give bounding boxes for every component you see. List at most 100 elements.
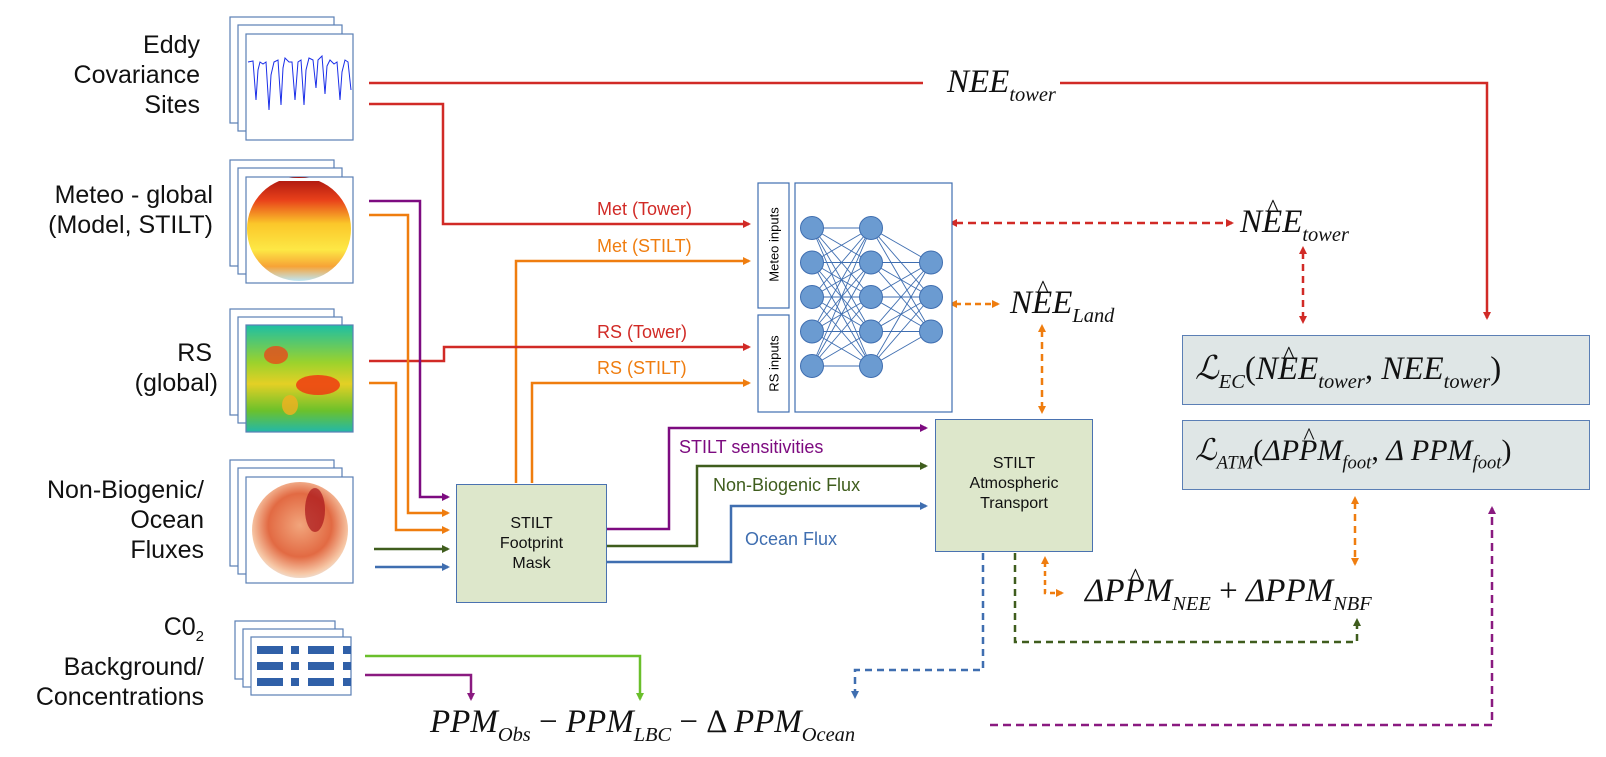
- nn-node-layer-0: [800, 354, 824, 378]
- subscript: Land: [1072, 305, 1115, 328]
- loss-subscript: ATM: [1216, 452, 1254, 474]
- footprint-box-label: STILT Footprint Mask: [457, 514, 606, 574]
- label-line: (Model, STILT): [48, 211, 213, 239]
- hat-term: P: [1299, 424, 1317, 468]
- co2-subscript: 2: [195, 628, 204, 645]
- nee-tower-label: NEEtower: [943, 64, 1060, 108]
- met-tower-label: Met (Tower): [597, 199, 693, 219]
- term: N: [1240, 204, 1263, 240]
- transport-box-label: STILT Atmospheric Transport: [936, 454, 1092, 514]
- nn-edge: [811, 227, 872, 332]
- loss-symbol: ℒ: [1195, 351, 1219, 387]
- met-stilt-label: Met (STILT): [597, 236, 692, 256]
- globe-flux-icon: [252, 482, 348, 578]
- nn-node-layer-2: [919, 285, 943, 309]
- term: PPM: [565, 704, 634, 740]
- hat-term: E: [1032, 274, 1052, 322]
- ppm-eq-loss-atm-arrow: [990, 506, 1496, 727]
- term: E: [1298, 351, 1319, 387]
- nn-nodes: [800, 216, 943, 378]
- label-line: Background/: [63, 653, 204, 681]
- hat-term: E: [1262, 193, 1282, 241]
- subscript: tower: [1443, 371, 1491, 394]
- ocean-flux-label: Ocean Flux: [745, 529, 838, 549]
- label-line: Fluxes: [130, 536, 204, 564]
- box-label-line: STILT: [510, 515, 553, 532]
- label-line: Non-Biogenic/: [46, 476, 204, 504]
- box-label-line: STILT: [992, 455, 1036, 472]
- source-label-rs: RS (global): [10, 338, 218, 398]
- paren: (: [1253, 434, 1264, 467]
- nn-edge: [811, 296, 872, 367]
- nn-node-layer-0: [800, 319, 824, 344]
- term: PPM: [733, 704, 802, 740]
- subscript: tower: [1302, 224, 1349, 247]
- term: M: [1317, 434, 1343, 467]
- label-line: Concentrations: [35, 683, 204, 711]
- eddy-covariance-icon-stack: [229, 16, 354, 141]
- subscript: foot: [1472, 452, 1502, 474]
- paren: ): [1501, 434, 1512, 467]
- nn-edge: [811, 227, 872, 367]
- loss-symbol: ℒ: [1195, 434, 1217, 467]
- nn-node-layer-1: [859, 319, 883, 344]
- separator: ,: [1371, 434, 1387, 467]
- subscript: tower: [1318, 371, 1365, 394]
- term: ΔPPM: [1245, 573, 1334, 609]
- non-biogenic-ocean-icon-stack: [229, 459, 354, 584]
- term: ΔP: [1085, 573, 1125, 609]
- label-line: C02: [5, 612, 204, 652]
- dppm-expression: ΔPPMNEE + ΔPPMNBF: [1085, 562, 1372, 616]
- label-line: RS: [177, 339, 212, 367]
- label-line: (global): [134, 369, 218, 397]
- nn-edge: [811, 262, 872, 367]
- rs-orange-arrow: [369, 381, 450, 534]
- nn-edge: [870, 262, 932, 367]
- term: M: [1144, 573, 1173, 609]
- stilt-sensitivities-arrow: [606, 424, 928, 531]
- nn-node-layer-1: [859, 250, 883, 275]
- meteo-global-icon-stack: [229, 159, 354, 284]
- co2-text: C0: [163, 613, 196, 641]
- transport-dppm-arrow: [1041, 556, 1064, 597]
- stilt-atmospheric-transport-box: STILT Atmospheric Transport: [935, 419, 1093, 552]
- nee-hat-tower-label: NEEtower: [1240, 193, 1349, 247]
- source-label-co2: C02 Background/ Concentrations: [5, 612, 204, 712]
- rs-tower-arrow: [369, 343, 751, 363]
- subscript: Obs: [497, 724, 531, 747]
- non-biogenic-flux-label: Non-Biogenic Flux: [713, 475, 861, 495]
- paren: (: [1244, 351, 1256, 387]
- label-line: Ocean: [130, 506, 204, 534]
- co2-green-arrow: [365, 654, 644, 701]
- nn-node-layer-0: [800, 285, 824, 309]
- separator: ,: [1364, 351, 1382, 387]
- box-label-line: Atmospheric: [969, 475, 1059, 492]
- nn-node-layer-0: [800, 250, 824, 275]
- meteo-inputs-label: Meteo inputs: [766, 207, 782, 282]
- subscript: LBC: [633, 724, 672, 747]
- term: NEE: [947, 64, 1010, 100]
- term: E: [1282, 204, 1303, 240]
- subscript: tower: [1009, 84, 1056, 107]
- rs-inputs-label: RS inputs: [766, 335, 782, 392]
- term: E: [1052, 285, 1073, 321]
- hat-term: E: [1278, 340, 1298, 388]
- subscript: NEE: [1172, 593, 1211, 616]
- term: Δ PPM: [1386, 434, 1473, 467]
- loss-ec-box: ℒEC(NEEtower, NEEtower): [1182, 335, 1590, 405]
- met-stilt-arrow: [514, 257, 751, 483]
- stilt-sensitivities-label: STILT sensitivities: [679, 437, 824, 457]
- loss-subscript: EC: [1218, 371, 1245, 394]
- term: NEE: [1381, 351, 1444, 387]
- rs-inputs-box: [757, 314, 790, 413]
- subscript: foot: [1342, 452, 1372, 474]
- loss-ec-expression: ℒEC(NEEtower, NEEtower): [1195, 340, 1501, 394]
- subscript: Ocean: [801, 724, 856, 747]
- label-line: Meteo - global: [54, 181, 213, 209]
- nn-node-layer-2: [919, 250, 943, 275]
- subscript: NBF: [1333, 593, 1372, 616]
- nn-node-layer-1: [859, 354, 883, 378]
- nee-hat-land-label: NEELand: [1010, 274, 1115, 328]
